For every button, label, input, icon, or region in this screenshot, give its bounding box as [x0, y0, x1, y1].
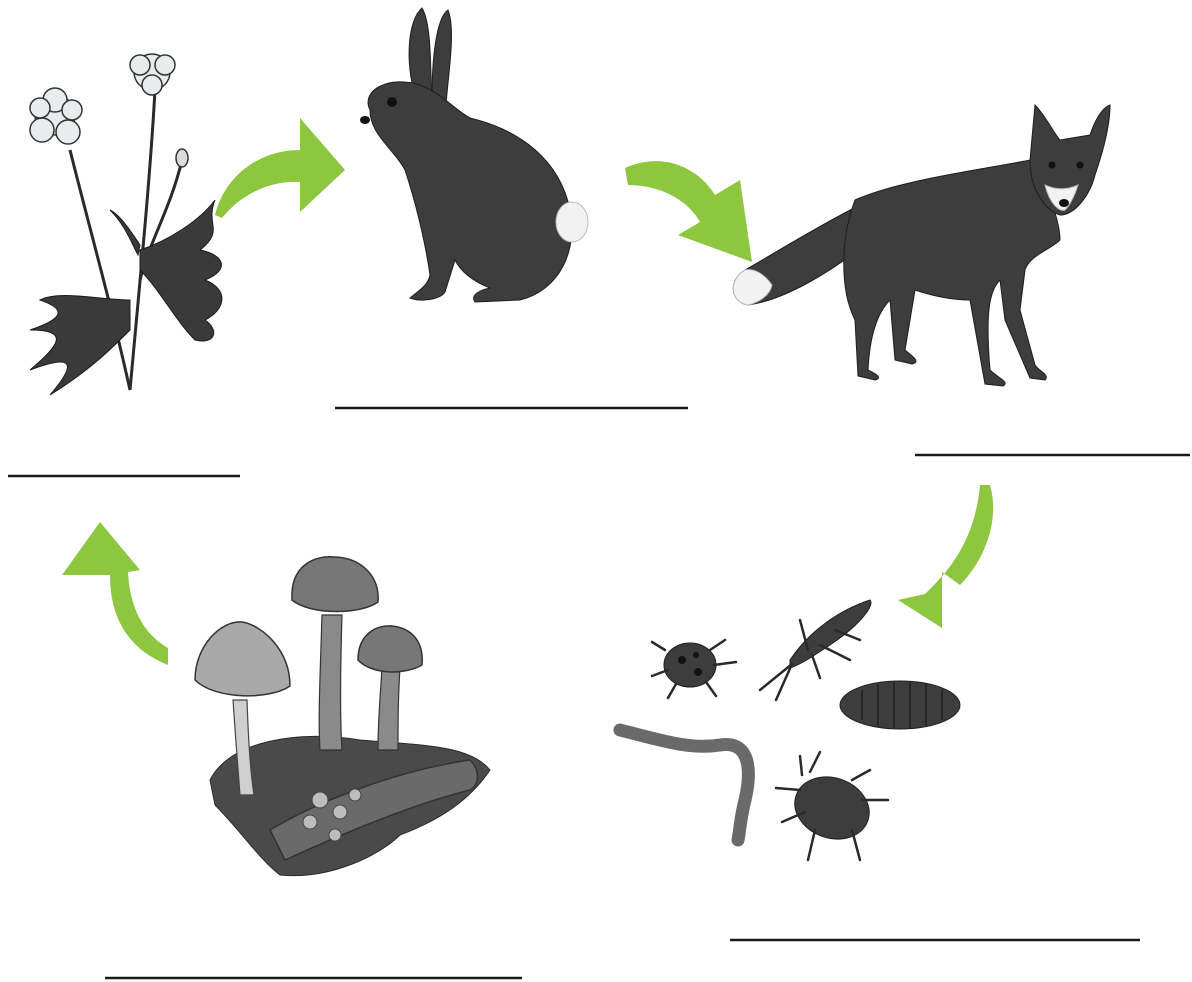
beetle-icon: [776, 752, 888, 860]
answer-blanks: [8, 408, 1190, 978]
earthworm-icon: [620, 730, 748, 840]
arrow-plant-to-rabbit: [215, 118, 345, 218]
fox-icon: [733, 105, 1110, 386]
invertebrates-icon: [620, 600, 960, 860]
buttercup-plant-icon: [30, 54, 222, 395]
arrow-invertebrates-to-fungi: [62, 522, 168, 665]
arrow-fox-to-invertebrates: [898, 485, 993, 628]
ladybird-icon: [652, 640, 736, 698]
rabbit-icon: [360, 8, 588, 302]
earwig-icon: [760, 600, 871, 700]
woodlouse-icon: [840, 681, 960, 729]
arrow-rabbit-to-fox: [625, 161, 752, 262]
mushrooms-icon: [195, 557, 490, 876]
